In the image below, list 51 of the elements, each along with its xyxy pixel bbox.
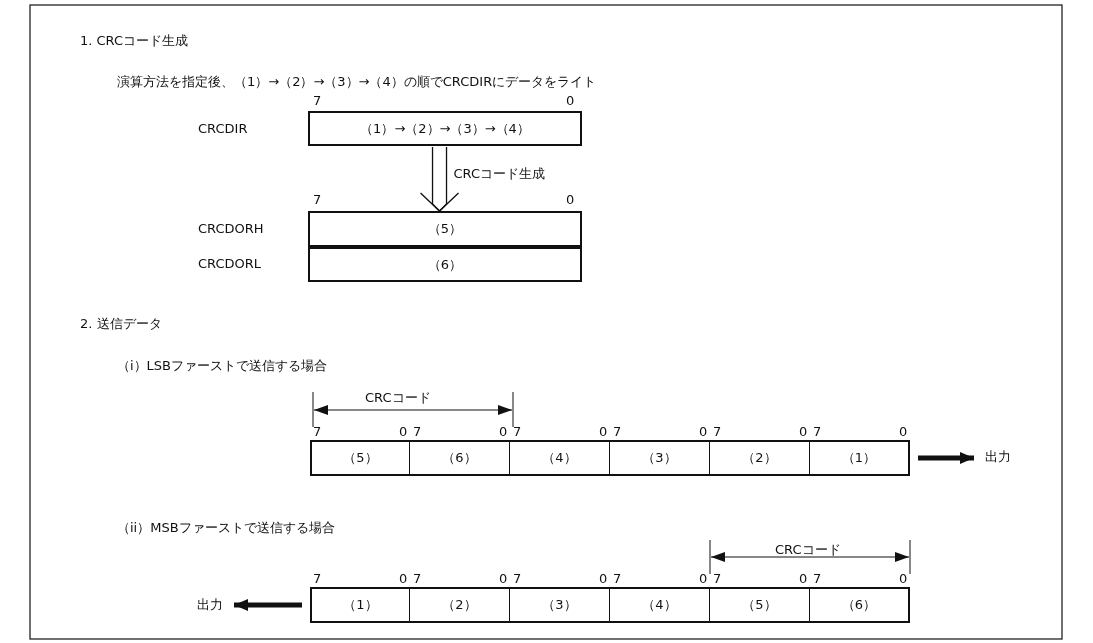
bit-field-cell: （1） [310,587,410,623]
bit-number: 0 [499,425,508,438]
bit-field-cell: （4） [510,440,610,476]
bit-number: 0 [799,425,808,438]
dimension-label: CRCコード [365,391,431,404]
register-box: （1）→（2）→（3）→（4） [308,111,582,146]
register-name: CRCDORL [198,257,262,270]
instruction-text: 演算方法を指定後、（1）→（2）→（3）→（4）の順でCRCDIRにデータをライト [117,75,597,88]
bit-field-cell: （2） [410,587,510,623]
bit-field-cell: （6） [410,440,510,476]
section-heading: 1. CRCコード生成 [80,34,189,47]
subsection-heading: （ii）MSBファーストで送信する場合 [117,521,335,534]
bit-number: 7 [413,572,422,585]
output-arrow [234,599,302,611]
bit-number: 7 [513,572,522,585]
output-label: 出力 [985,448,1011,466]
bit-field-cell: （6） [810,587,910,623]
output-label: 出力 [197,596,223,614]
bit-field-cell: （3） [510,587,610,623]
bit-number: 0 [699,572,708,585]
bit-field-cell: （3） [610,440,710,476]
bit-number: 7 [813,572,822,585]
section-heading: 2. 送信データ [80,317,162,330]
bit-field-cell: （4） [610,587,710,623]
register-name: CRCDIR [198,122,248,135]
bit-number: 7 [413,425,422,438]
bit-number: 0 [799,572,808,585]
hollow-arrow [419,146,460,212]
bit-field-cell: （5） [710,587,810,623]
register-box: （5） [308,211,582,247]
bit-number: 7 [613,572,622,585]
bit-number: 0 [499,572,508,585]
bit-number: 0 [399,572,408,585]
bit-number: 0 [599,425,608,438]
bit-number: 0 [399,425,408,438]
bit-field-cell: （1） [810,440,910,476]
bit-field-cell: （2） [710,440,810,476]
bit-field-cell: （5） [310,440,410,476]
bit-number: 0 [599,572,608,585]
bit-number: 7 [613,425,622,438]
register-box: （6） [308,247,582,282]
bit-number: 7 [713,425,722,438]
dimension-label: CRCコード [775,543,841,556]
register-name: CRCDORH [198,222,264,235]
subsection-heading: （i）LSBファーストで送信する場合 [117,359,328,372]
bit-number: 0 [699,425,708,438]
bit-number: 7 [713,572,722,585]
output-arrow [918,452,974,464]
bit-number: 7 [813,425,822,438]
edge-label: CRCコード生成 [453,167,546,180]
bit-number: 7 [513,425,522,438]
